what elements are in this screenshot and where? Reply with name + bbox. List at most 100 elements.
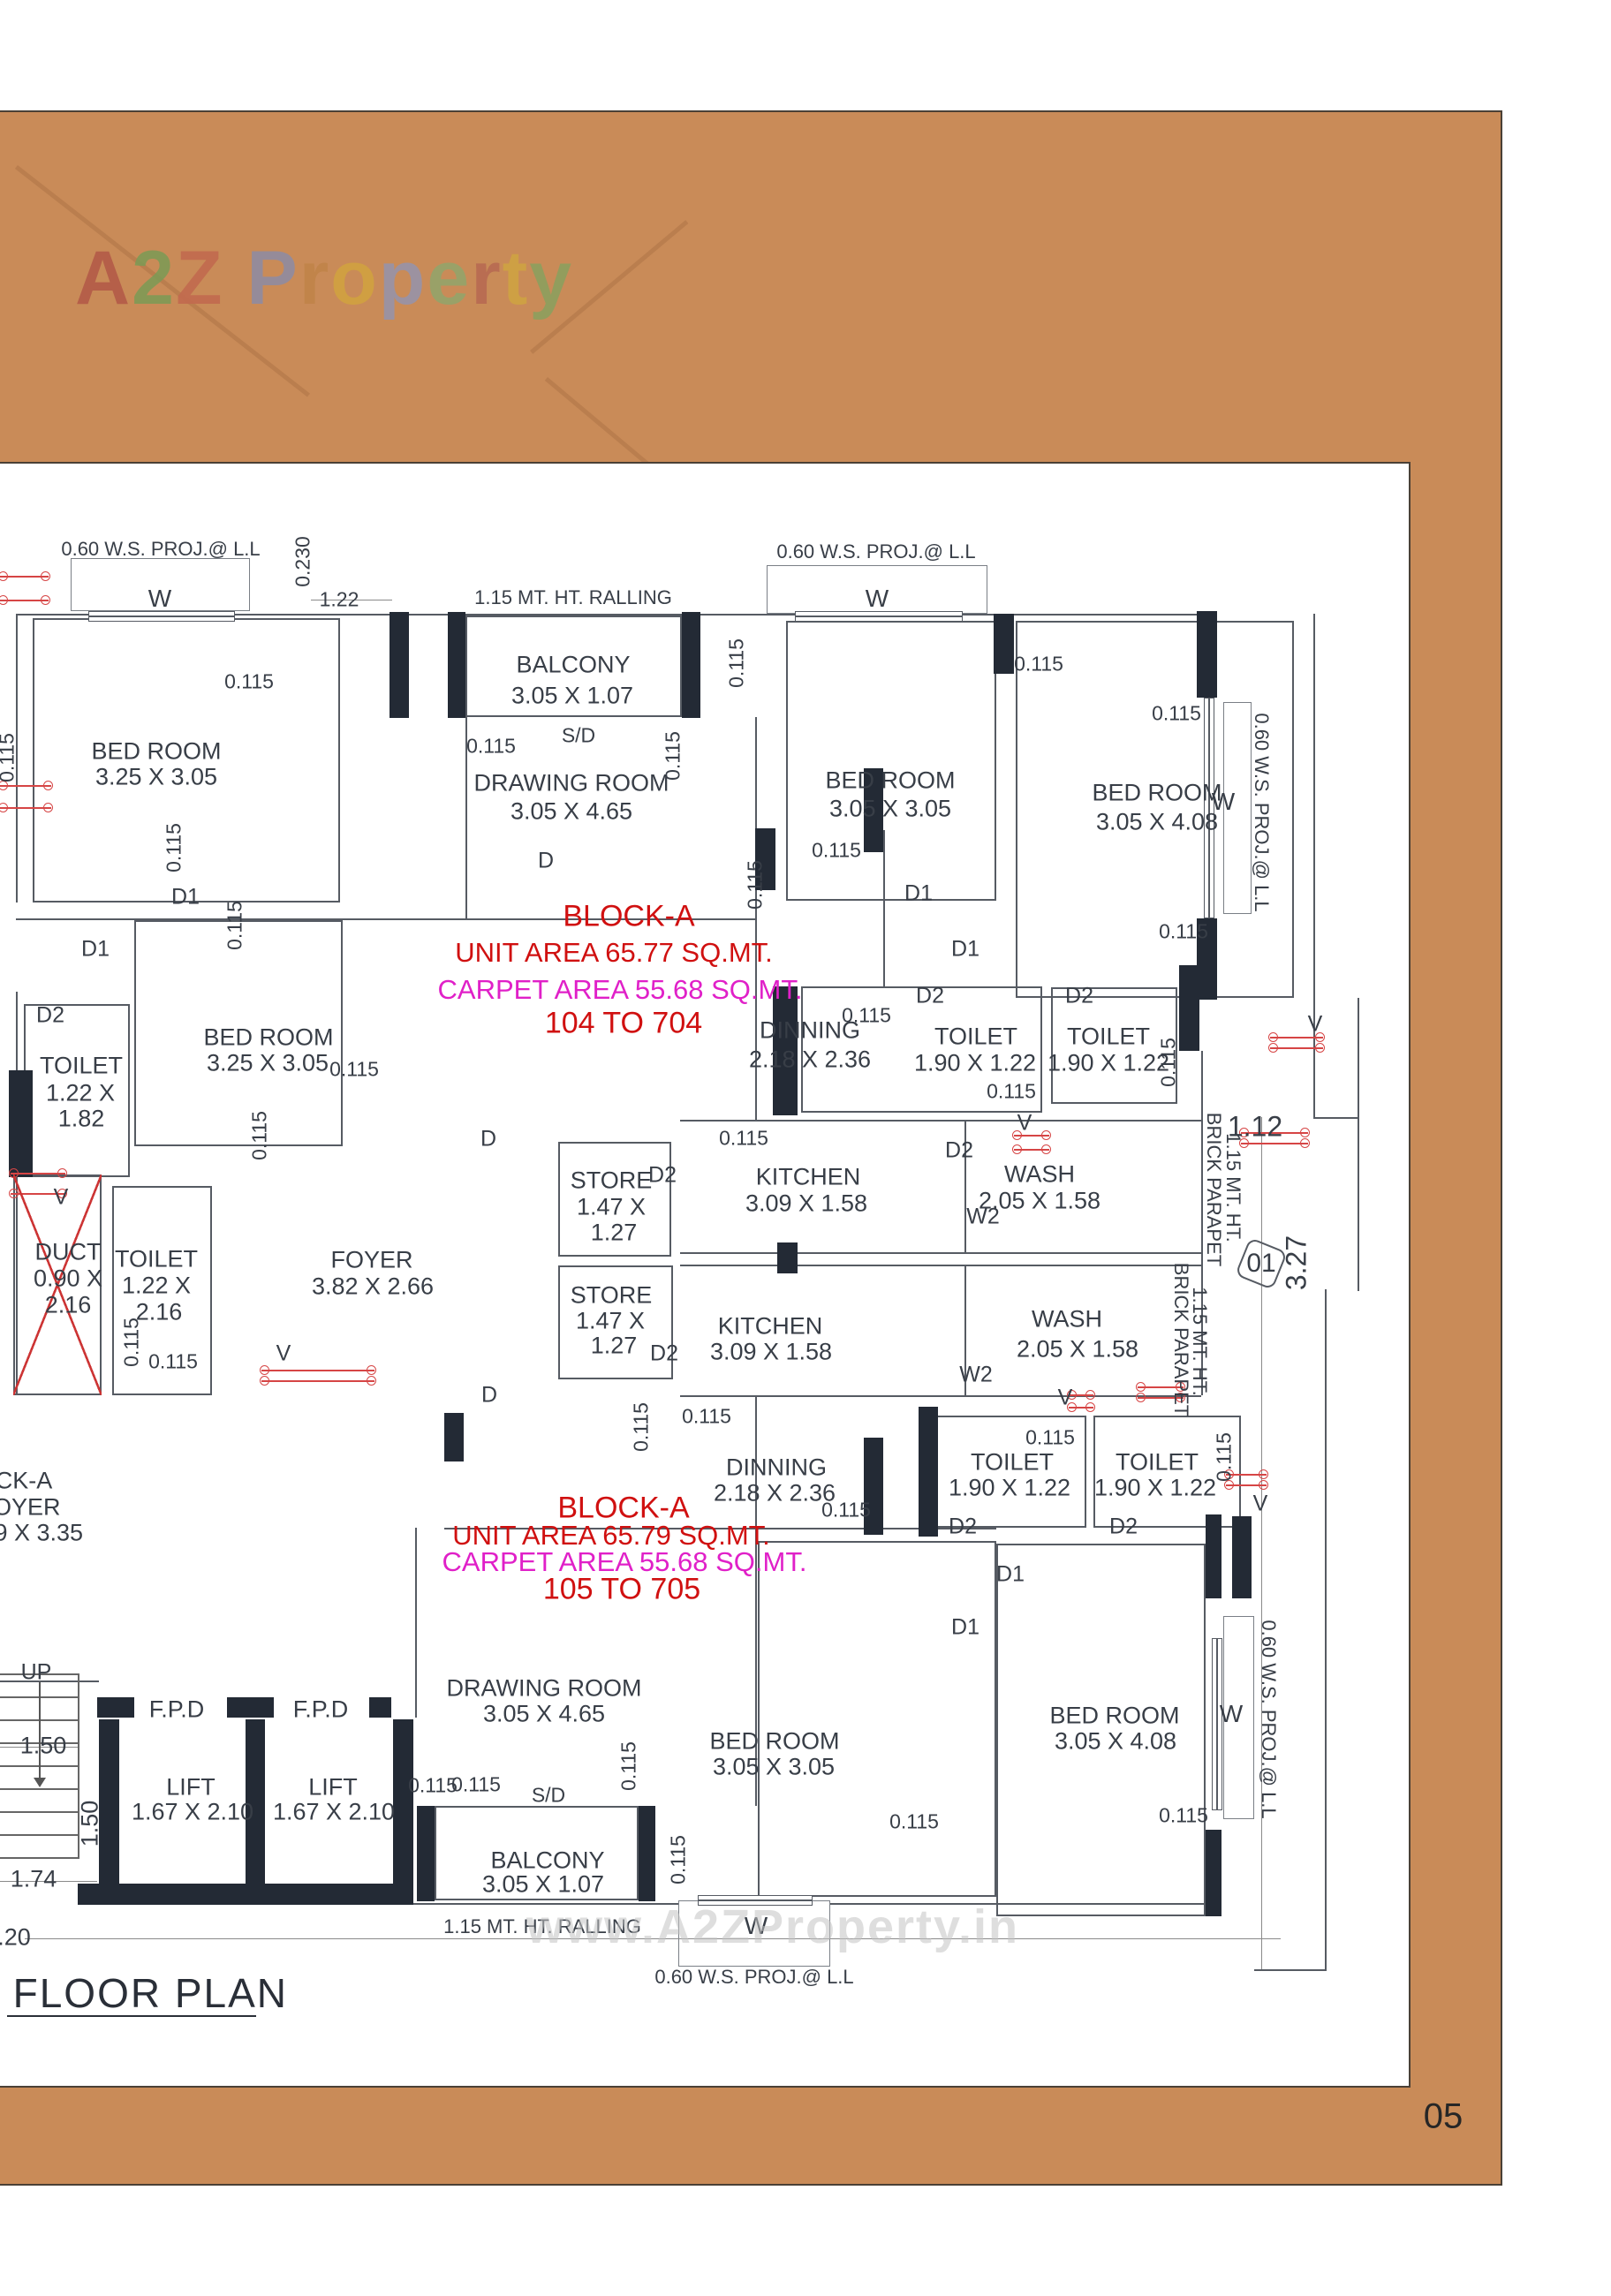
wall-slab	[773, 986, 798, 1115]
lift-wall	[227, 1697, 274, 1718]
room-label: 1.27	[590, 1332, 638, 1359]
door-label: D2	[648, 1162, 677, 1188]
watermark-letter: p	[378, 236, 427, 321]
wall-slab	[1232, 1516, 1252, 1598]
dim-label: 0.115	[812, 838, 861, 862]
room-outline	[558, 1142, 671, 1257]
dim-label: 0.115	[1152, 701, 1201, 725]
room-toilet-2: TOILET	[934, 1023, 1018, 1050]
dim-label: 0.115	[1014, 652, 1063, 676]
room-toilet-1: TOILET	[39, 1052, 124, 1079]
room-label: 2.16	[44, 1291, 92, 1318]
plan-paper-area	[0, 462, 1411, 2088]
dim-label: 0.115	[451, 1772, 501, 1796]
door-label: D1	[81, 936, 110, 962]
room-label: 3.99 X 3.35	[0, 1519, 84, 1546]
window-projection-box	[71, 558, 250, 611]
room-label: 3.05 X 4.08	[1095, 808, 1219, 835]
dim-label: 1.74	[10, 1865, 57, 1892]
door-label: W2	[966, 1204, 1000, 1229]
dim-label: 0.115	[223, 901, 246, 950]
room-wash-105: WASH	[1032, 1305, 1102, 1333]
room-label: 1.47 X	[576, 1193, 647, 1220]
room-duct: DUCT	[34, 1238, 102, 1265]
window-top-left: W	[147, 585, 172, 612]
wall-line	[1313, 614, 1315, 1119]
room-outline	[996, 1544, 1206, 1916]
dim-label: 0.115	[0, 733, 19, 782]
room-label: 2.05 X 1.58	[978, 1187, 1101, 1214]
door-label: D2	[916, 983, 944, 1008]
unit-105-carpet: CARPET AREA 55.68 SQ.MT.	[442, 1546, 807, 1577]
dim-label: 0.115	[408, 1773, 458, 1797]
dim-label: 0.115	[148, 1349, 198, 1373]
ws-proj-right-upper: 0.60 W.S. PROJ.@ L.L	[1251, 713, 1273, 912]
room-label: 3.82 X 2.66	[311, 1273, 435, 1300]
room-balcony-104: BALCONY	[516, 651, 631, 678]
room-label: 1.90 X 1.22	[948, 1474, 1071, 1501]
wall-slab	[444, 1413, 464, 1461]
room-bedroom-1: BED ROOM	[91, 737, 222, 765]
door-label: D1	[951, 1614, 979, 1640]
dim-label: 0.115	[247, 1111, 271, 1160]
door-label: D1	[904, 880, 933, 906]
unit-105-title: BLOCK-A	[557, 1491, 690, 1525]
watermark-site: www.A2ZProperty.in	[526, 1900, 1020, 1953]
door-label: W2	[959, 1362, 993, 1387]
lift-wall	[78, 1884, 413, 1905]
door-label: D	[537, 848, 555, 873]
watermark-letter: y	[529, 236, 574, 321]
room-label: 2.18 X 2.36	[713, 1479, 836, 1507]
watermark-letter: r	[299, 236, 331, 321]
section-marker-01: 01	[1246, 1249, 1276, 1278]
window-glyph	[1204, 698, 1214, 918]
door-label: D2	[949, 1514, 977, 1539]
wall-slab	[390, 612, 409, 718]
parapet-line	[1325, 1289, 1327, 1971]
dim-label: 0.115	[162, 823, 185, 872]
plumbing-symbol	[1136, 1382, 1185, 1405]
room-label: 3.05 X 4.08	[1054, 1727, 1177, 1755]
dim-label: 0.230	[291, 536, 314, 587]
lift-wall	[369, 1697, 391, 1718]
ws-proj-right-lower: 0.60 W.S. PROJ.@ L.L	[1258, 1620, 1280, 1819]
wall-slab	[417, 1806, 435, 1901]
watermark-letter: A	[75, 236, 132, 321]
wall-slab	[864, 1438, 883, 1535]
wall-slab	[1197, 918, 1217, 1000]
unit-105-floors: 105 TO 705	[542, 1572, 701, 1606]
wall-slab	[919, 1407, 938, 1537]
room-store-2: STORE	[570, 1281, 653, 1309]
dim-label: 0.115	[1212, 1432, 1236, 1482]
watermark-letter: r	[471, 236, 503, 321]
window-glyph	[795, 611, 963, 622]
plumbing-symbol	[1067, 1389, 1095, 1416]
wall-line	[1254, 1969, 1327, 1971]
room-label: 3.05 X 1.07	[481, 1870, 605, 1898]
ws-label: BRICK PARAPET	[1203, 1112, 1225, 1267]
wall-slab	[864, 768, 883, 852]
room-toilet-6: TOILET	[1115, 1448, 1199, 1476]
wall-line	[16, 614, 1217, 616]
lift-wall	[99, 1719, 119, 1905]
window-glyph	[698, 1895, 813, 1906]
wall-line	[680, 1265, 1201, 1266]
wall-slab	[1179, 965, 1199, 1051]
room-outline	[1051, 987, 1177, 1104]
wall-line	[883, 830, 885, 987]
room-drawing-104: DRAWING ROOM	[473, 769, 669, 797]
plumbing-symbol	[1012, 1129, 1051, 1160]
wall-line	[415, 1528, 417, 1718]
parapet-line	[1358, 998, 1359, 1291]
dim-label: 0.115	[719, 1126, 768, 1150]
room-label: 3.05 X 3.05	[828, 795, 952, 822]
window-right-upper: W	[1211, 788, 1236, 815]
room-label: 1.90 X 1.22	[913, 1049, 1037, 1076]
wall-line	[680, 1395, 1201, 1397]
watermark-letter: e	[427, 236, 472, 321]
room-balcony-105: BALCONY	[490, 1847, 605, 1874]
wall-slab	[639, 1806, 655, 1901]
watermark-letter: t	[502, 236, 530, 321]
